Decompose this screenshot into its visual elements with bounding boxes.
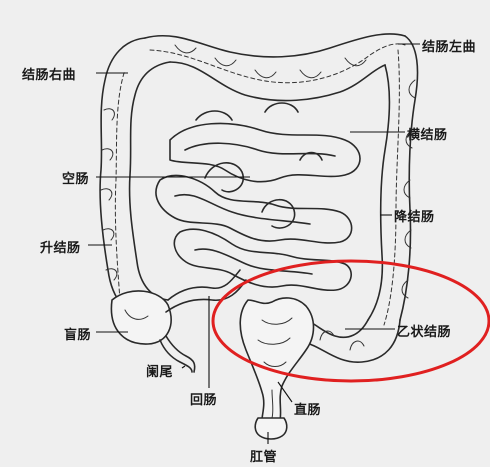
label-anal-canal: 肛管 — [250, 446, 277, 465]
label-transverse-colon: 横结肠 — [407, 124, 448, 143]
label-appendix: 阑尾 — [146, 361, 173, 380]
leader-lines — [88, 44, 420, 444]
anal-canal-shape — [255, 418, 287, 439]
ileum-terminal — [166, 270, 246, 312]
label-left-colic-flexure: 结肠左曲 — [422, 36, 476, 55]
label-descending-colon: 降结肠 — [394, 206, 435, 225]
label-ascending-colon: 升结肠 — [40, 237, 81, 256]
label-right-colic-flexure: 结肠右曲 — [22, 64, 76, 83]
label-jejunum: 空肠 — [62, 168, 89, 187]
cecum-shape — [111, 291, 171, 344]
label-ileum: 回肠 — [190, 389, 217, 408]
label-cecum: 盲肠 — [64, 324, 91, 343]
label-sigmoid-colon: 乙状结肠 — [397, 321, 451, 340]
label-rectum: 直肠 — [294, 399, 321, 418]
